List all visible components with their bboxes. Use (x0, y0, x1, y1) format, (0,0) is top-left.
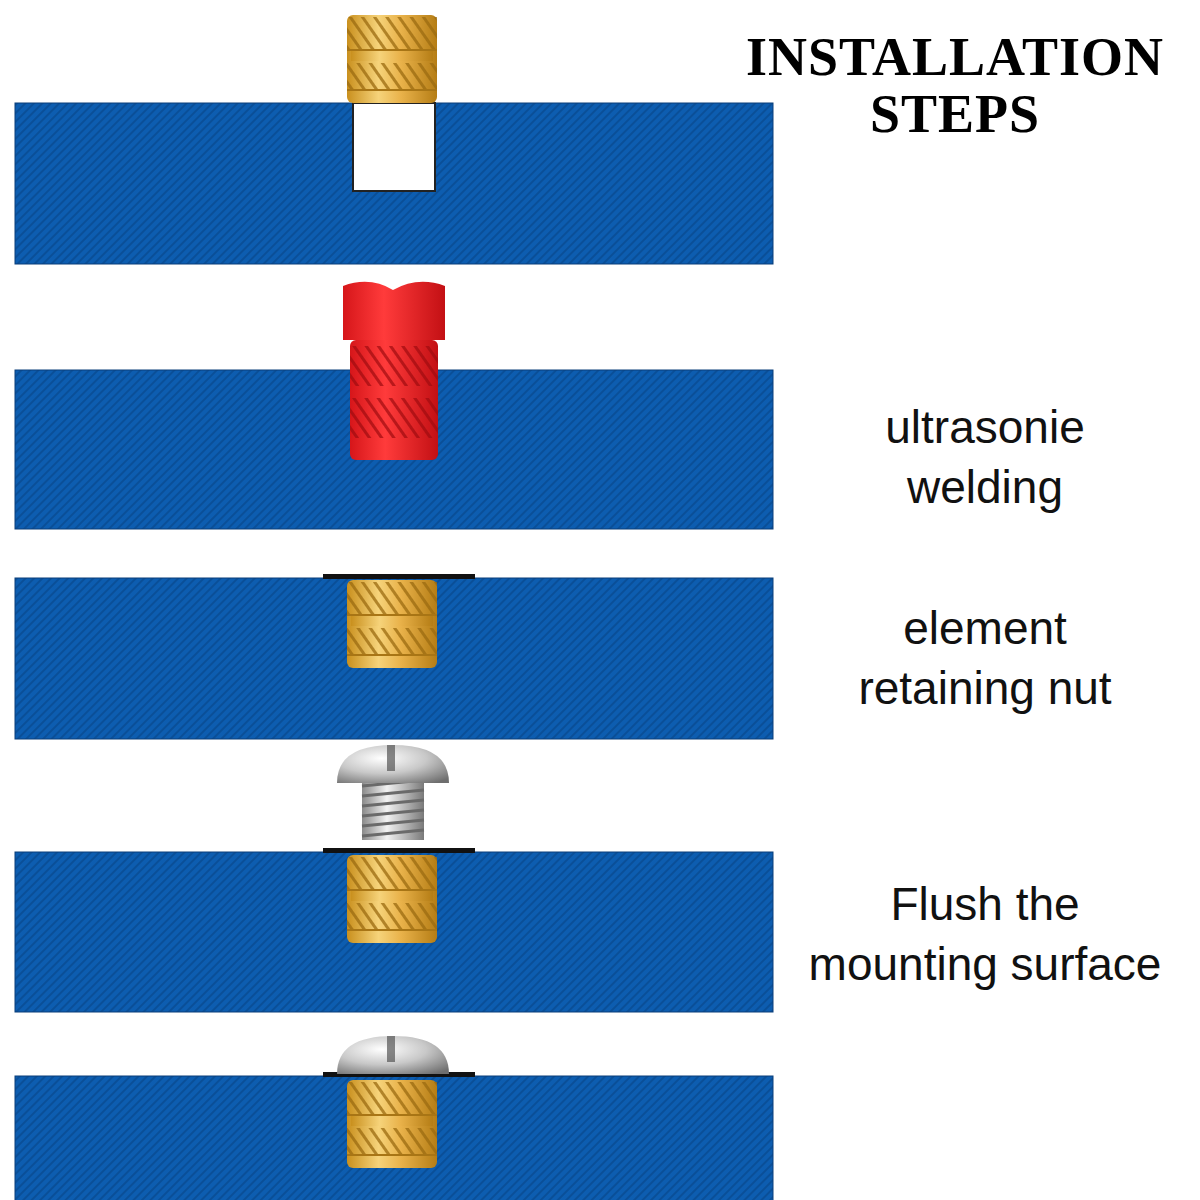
brass-insert (347, 580, 437, 668)
step-label: ultrasonie welding (850, 398, 1120, 518)
screw-head (337, 1036, 449, 1074)
flush-line (323, 848, 475, 853)
plastic-plate (15, 103, 773, 264)
plastic-plate (15, 1076, 773, 1200)
brass-insert (347, 855, 437, 943)
step-label: Flush the mounting surface (793, 875, 1178, 995)
pilot-hole (353, 103, 435, 191)
plastic-plate (15, 578, 773, 739)
step-label: element retaining nut (830, 599, 1140, 719)
brass-insert (347, 1080, 437, 1168)
diagram-title: INSTALLATION STEPS (715, 29, 1195, 142)
screw (337, 745, 449, 840)
flush-line (323, 574, 475, 579)
plastic-plate (15, 852, 773, 1012)
welding-tool (343, 282, 445, 460)
brass-insert (347, 15, 437, 103)
